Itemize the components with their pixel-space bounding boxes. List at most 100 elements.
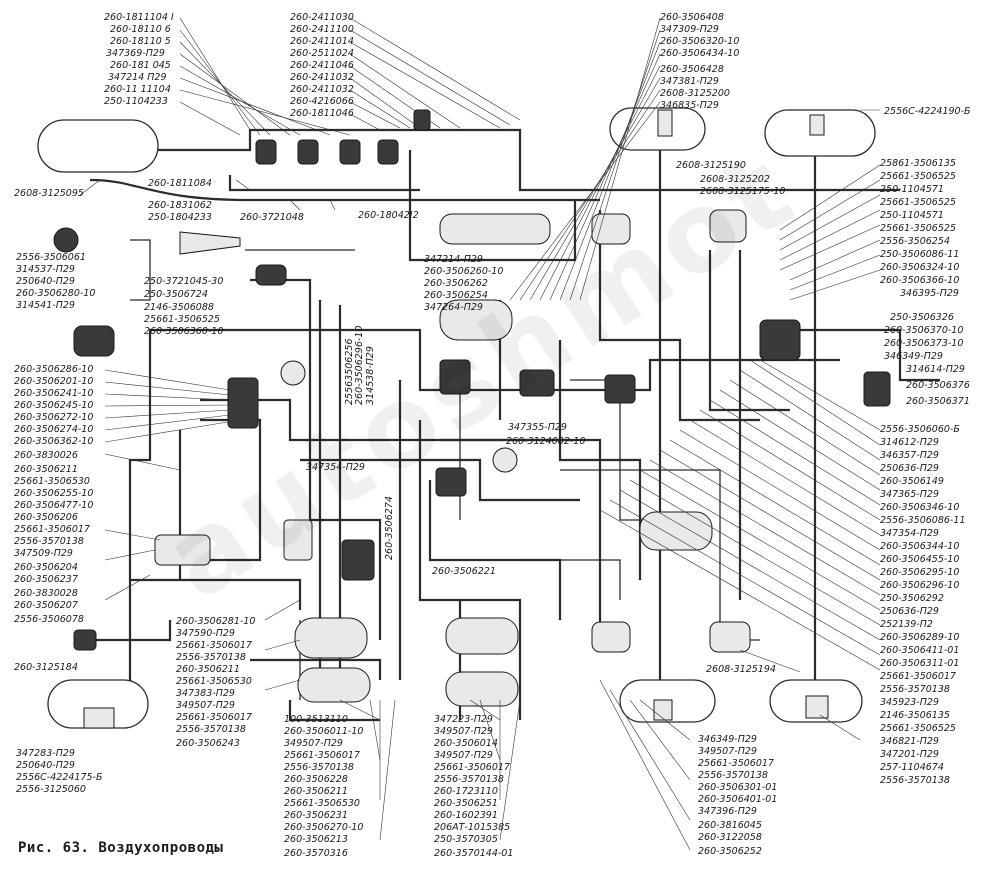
label-right-col: 260-3506371	[906, 396, 970, 407]
brake-chamber-1	[255, 139, 277, 165]
label-right-col: 346395-П29	[900, 288, 959, 299]
label-mid-center: 347214-П29	[424, 254, 483, 265]
receiver-top-left	[37, 119, 159, 173]
air-tank-e	[445, 671, 519, 707]
label-vertical: 260-3506296-10	[354, 326, 365, 405]
valve-far-right	[863, 371, 891, 407]
label-bottom-left: 2556-3570138	[176, 652, 246, 663]
label-right-col: 250-1104571	[880, 184, 944, 195]
label-bottom-center: 260-3506014	[434, 738, 498, 749]
filter-a	[283, 519, 313, 561]
label-bottom-center: 2556-3570138	[434, 774, 504, 785]
label-left-col-b: 260-3830026	[14, 450, 78, 461]
label-right-col: 2608-3125202	[700, 174, 770, 185]
label-top-center: 260-2411030	[290, 12, 354, 23]
filter-b	[341, 539, 375, 581]
label-right-col: 260-3506455-10	[880, 554, 959, 565]
label-left-col-a: 314537-П29	[16, 264, 75, 275]
label-right-col: 314614-П29	[906, 364, 965, 375]
valve-top	[413, 109, 431, 131]
label-mid-misc: 347354-П29	[306, 462, 365, 473]
label-right-col: 2146-3506135	[880, 710, 950, 721]
brake-chamber-4	[377, 139, 399, 165]
label-left-col-b: 260-3125184	[14, 662, 78, 673]
label-vertical: 314538-П29	[365, 346, 376, 405]
label-bottom-left: 260-3506211	[176, 664, 240, 675]
label-mid-center: 260-3506262	[424, 278, 488, 289]
air-tank-d	[445, 617, 519, 655]
valve-bottom-left	[73, 629, 97, 651]
label-bottom-mid: 260-3506270-10	[284, 822, 363, 833]
label-top-center: 260-2411032	[290, 72, 354, 83]
label-left-col-a: 2556-3506061	[16, 252, 86, 263]
label-top-left: 260-18110 6	[110, 24, 171, 35]
label-right-col: 2556-3506254	[880, 236, 950, 247]
label-right-col: 2556-3506060-Б	[880, 424, 960, 435]
figure-caption: Рис. 63. Воздухопроводы	[18, 840, 224, 856]
label-left-col-b: 25661-3506017	[14, 524, 90, 535]
control-valve-b	[439, 359, 471, 395]
label-top-left: 347369-П29	[106, 48, 165, 59]
label-top-right: 260-3506434-10	[660, 48, 739, 59]
label-bottom-right: 2556-3570138	[698, 770, 768, 781]
label-right-col: 260-3506149	[880, 476, 944, 487]
label-right-col: 260-3506346-10	[880, 502, 959, 513]
label-bottom-mid: 260-3506213	[284, 834, 348, 845]
label-left-col-b: 2556-3506078	[14, 614, 84, 625]
label-bottom-center: 260-1602391	[434, 810, 498, 821]
label-top-right: 346835-П29	[660, 100, 719, 111]
label-right-col: 257-1104674	[880, 762, 944, 773]
label-right-col: 346821-П29	[880, 736, 939, 747]
label-left-col-b: 260-3506211	[14, 464, 78, 475]
label-top-left: 260-18110 5	[110, 36, 171, 47]
label-right-col: 250636-П29	[880, 606, 939, 617]
label-right-col: 260-3506370-10	[884, 325, 963, 336]
label-top-left: 347214 П29	[108, 72, 167, 83]
label-top-right: 260-3506320-10	[660, 36, 739, 47]
label-left-col-b: 25661-3506530	[14, 476, 90, 487]
label-mid-center: 260-3506260-10	[424, 266, 503, 277]
label-left-mid: 2608-3125095	[14, 188, 84, 199]
label-right-col: 260-3506311-01	[880, 658, 959, 669]
label-mid-left: 25661-3506525	[144, 314, 220, 325]
label-bottom-center: 260-1723110	[434, 786, 498, 797]
label-bottom-center: 25661-3506017	[434, 762, 510, 773]
air-tank-top-center	[439, 213, 551, 245]
label-right-col: 250-1104571	[880, 210, 944, 221]
air-tank-c	[297, 667, 371, 703]
label-mid-left: 260-3506360-10	[144, 326, 223, 337]
label-bottom-left: 347383-П29	[176, 688, 235, 699]
label-bottom-left: 349507-П29	[176, 700, 235, 711]
label-top-center: 260-4216066	[290, 96, 354, 107]
label-right-col: 25661-3506525	[880, 197, 956, 208]
label-left-bottom: 2556-3125060	[16, 784, 86, 795]
label-left-col-b: 260-3506274-10	[14, 424, 93, 435]
receivers	[37, 107, 876, 729]
leader-lines	[79, 17, 881, 851]
label-bottom-right: 25661-3506017	[698, 758, 774, 769]
chamber-right-bottom-b	[709, 621, 751, 653]
label-right-col: 25661-3506017	[880, 671, 956, 682]
label-right-col: 2556-3570138	[880, 775, 950, 786]
label-far-right-top: 2556С-4224190-Б	[884, 106, 971, 117]
label-right-col: 250-3506086-11	[880, 249, 959, 260]
label-mid-left: 2146-3506088	[144, 302, 214, 313]
label-left-col-b: 260-3506362-10	[14, 436, 93, 447]
label-left-col-b: 2556-3570138	[14, 536, 84, 547]
label-bottom-mid: 349507-П29	[284, 738, 343, 749]
label-bottom-mid: 260-3570316	[284, 848, 348, 859]
pressure-gauge-center	[492, 447, 518, 473]
label-right-col: 25661-3506525	[880, 171, 956, 182]
label-bottom-right: 347396-П29	[698, 806, 757, 817]
label-right-col: 260-3506324-10	[880, 262, 959, 273]
label-bottom-center: 347223-П29	[434, 714, 493, 725]
label-bottom-mid: 2556-3570138	[284, 762, 354, 773]
label-center-mid: 260-18042І2	[358, 210, 419, 221]
label-right-col: 260-3506289-10	[880, 632, 959, 643]
label-right-col: 260-3506366-10	[880, 275, 959, 286]
label-left-col-b: 260-3506286-10	[14, 364, 93, 375]
label-bottom-center: 349507-П29	[434, 750, 493, 761]
brake-valve-right	[759, 319, 801, 361]
label-left-col-a: 250640-П29	[16, 276, 75, 287]
